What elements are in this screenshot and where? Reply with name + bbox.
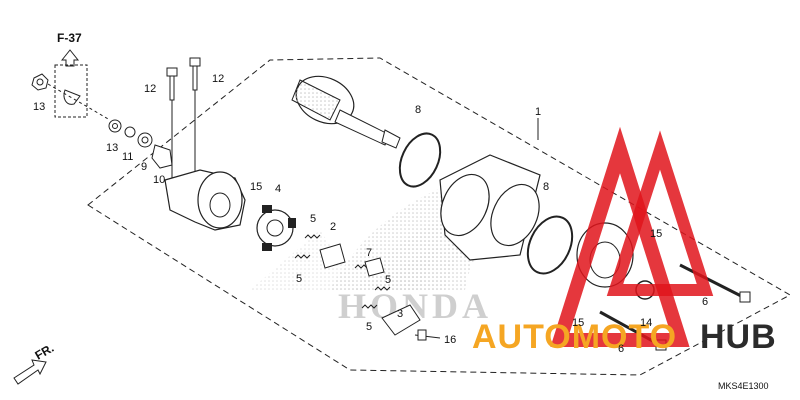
callout-12b: 12 [212, 73, 224, 85]
brush-holder-4 [256, 205, 296, 251]
automotohub-triangle-logo [550, 126, 714, 347]
callout-16: 16 [444, 334, 456, 346]
callout-11: 11 [122, 151, 133, 163]
callout-4: 4 [275, 183, 281, 195]
callout-15c: 15 [572, 317, 584, 329]
o-ring-8-top [398, 132, 442, 188]
callout-14: 14 [640, 317, 652, 329]
callout-15a: 15 [250, 181, 262, 193]
callout-3: 3 [397, 308, 403, 320]
callout-2: 2 [330, 221, 336, 233]
springs-5 [294, 234, 391, 309]
assembly-dashed-outline [87, 57, 792, 376]
diagram-code: MKS4E1300 [718, 381, 769, 391]
bracket-part [63, 89, 81, 105]
callout-6b: 6 [618, 343, 624, 355]
small-parts-chain [108, 119, 173, 169]
callout-numbers: 1 2 3 4 5 5 5 5 6 6 7 8 8 9 10 11 12 12 … [33, 73, 708, 355]
callout-10: 10 [153, 174, 165, 186]
callout-15b: 15 [650, 228, 662, 240]
callout-13a: 13 [33, 101, 45, 113]
watermark-brand-part1: AUTOMOTO [472, 318, 677, 356]
callout-13b: 13 [106, 142, 118, 154]
callout-5b: 5 [296, 273, 302, 285]
front-direction-arrow [13, 359, 47, 385]
reference-box-f37: F-37 [54, 31, 88, 118]
callout-7: 7 [366, 247, 372, 259]
armature [291, 75, 401, 149]
reference-label: F-37 [57, 31, 82, 45]
callout-6a: 6 [702, 296, 708, 308]
callout-1: 1 [535, 106, 541, 118]
brushes-and-terminal [319, 243, 441, 341]
up-arrow-icon [60, 49, 80, 67]
callout-5d: 5 [366, 321, 372, 333]
o-ring-8-bottom [526, 215, 574, 275]
callout-12a: 12 [144, 83, 156, 95]
front-housing [164, 169, 246, 231]
callout-8a: 8 [415, 104, 421, 116]
callout-8b: 8 [543, 181, 549, 193]
bolts-12 [166, 57, 201, 185]
watermark-brand-part2: HUB [700, 318, 777, 356]
front-arrow-label: FR. [33, 341, 57, 363]
callout-5c: 5 [385, 274, 391, 286]
callout-9: 9 [141, 161, 147, 173]
motor-case-yoke [439, 154, 541, 261]
callout-5a: 5 [310, 213, 316, 225]
nut-13 [31, 73, 111, 121]
